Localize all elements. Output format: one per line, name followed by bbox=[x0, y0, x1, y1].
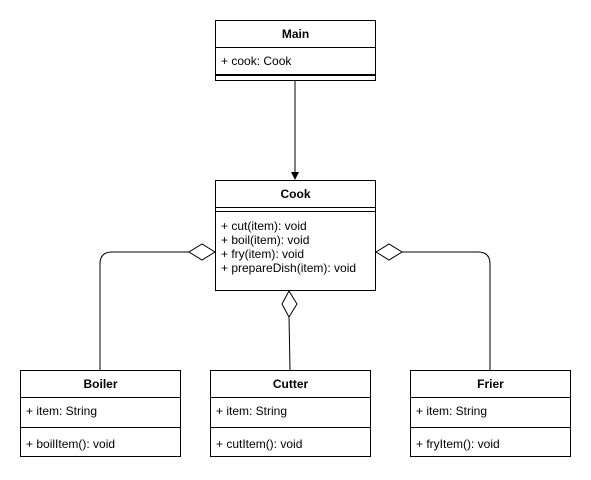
operation: + fry(item): void bbox=[221, 247, 305, 261]
operations-section: + fryItem(): void bbox=[411, 428, 570, 451]
operation: + boilItem(): void bbox=[26, 437, 116, 451]
class-cutter[interactable]: Cutter + item: String + cutItem(): void bbox=[210, 370, 371, 457]
arrowhead-icon bbox=[291, 172, 299, 180]
operation: + cut(item): void bbox=[221, 219, 307, 233]
operations-section: + cut(item): void + boil(item): void + f… bbox=[216, 212, 375, 275]
aggregation-cook-frier-line[interactable] bbox=[401, 251, 491, 370]
class-cook[interactable]: Cook + cut(item): void + boil(item): voi… bbox=[215, 180, 376, 291]
class-name: Cook bbox=[216, 181, 375, 208]
operation: + cutItem(): void bbox=[216, 437, 303, 451]
attributes-section: + item: String bbox=[21, 398, 180, 428]
attribute: + item: String bbox=[26, 404, 98, 418]
attributes-section: + item: String bbox=[411, 398, 570, 428]
attribute: + item: String bbox=[416, 404, 488, 418]
operation: + boil(item): void bbox=[221, 233, 310, 247]
class-name: Boiler bbox=[21, 371, 180, 398]
attributes-section: + item: String bbox=[211, 398, 370, 428]
operation: + fryItem(): void bbox=[416, 437, 500, 451]
operations-section: + cutItem(): void bbox=[211, 428, 370, 451]
operations-section: + boilItem(): void bbox=[21, 428, 180, 451]
attributes-section: + cook: Cook bbox=[216, 48, 375, 75]
class-name: Cutter bbox=[211, 371, 370, 398]
class-name: Frier bbox=[411, 371, 570, 398]
aggregation-cook-cutter-line[interactable] bbox=[288, 315, 291, 371]
operations-section bbox=[216, 75, 375, 79]
aggregation-diamond-icon bbox=[188, 243, 216, 261]
attribute: + item: String bbox=[216, 404, 288, 418]
aggregation-cook-boiler-line[interactable] bbox=[99, 251, 190, 370]
aggregation-diamond-icon bbox=[375, 243, 403, 261]
operation: + prepareDish(item): void bbox=[221, 261, 357, 275]
class-main[interactable]: Main + cook: Cook bbox=[215, 20, 376, 81]
class-frier[interactable]: Frier + item: String + fryItem(): void bbox=[410, 370, 571, 457]
class-name: Main bbox=[216, 21, 375, 48]
aggregation-diamond-icon bbox=[281, 289, 298, 319]
class-boiler[interactable]: Boiler + item: String + boilItem(): void bbox=[20, 370, 181, 457]
attribute: + cook: Cook bbox=[221, 54, 292, 68]
attributes-section bbox=[216, 208, 375, 212]
